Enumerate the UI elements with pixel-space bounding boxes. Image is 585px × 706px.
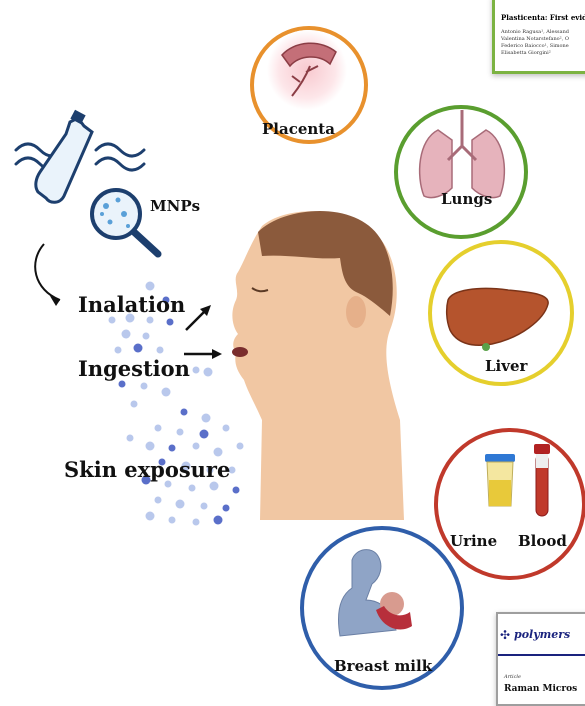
- mnps-label: MNPs: [150, 197, 200, 215]
- particle: [157, 347, 164, 354]
- urine-blood-circle: [436, 430, 584, 578]
- paper-author-line: Federico Baiocco¹, Simone: [501, 43, 569, 49]
- inhalation-label: Inalation: [78, 292, 185, 317]
- particle: [193, 443, 200, 450]
- particle: [146, 512, 155, 521]
- journal-name: polymers: [514, 628, 570, 641]
- particle: [169, 445, 176, 452]
- lungs-label: Lungs: [441, 190, 492, 208]
- particle: [119, 381, 126, 388]
- particle: [193, 367, 200, 374]
- urine-label: Urine: [450, 532, 497, 550]
- particle: [200, 430, 209, 439]
- particle: [176, 500, 185, 509]
- inhalation-arrow: [186, 305, 211, 330]
- plastic-bottle-icon: [36, 110, 92, 203]
- particle: [181, 409, 188, 416]
- liver-label: Liver: [485, 357, 527, 375]
- particle: [127, 435, 134, 442]
- particle: [155, 425, 162, 432]
- ingestion-label: Ingestion: [78, 356, 190, 381]
- paper-snippet-polymers: ✣ polymers Article Raman Micros: [496, 612, 585, 706]
- magnifier-icon: [92, 190, 158, 254]
- particle: [143, 333, 150, 340]
- paper-title: Plasticenta: First evid: [501, 13, 585, 22]
- lungs-circle: [396, 107, 526, 237]
- skin-exposure-label: Skin exposure: [64, 457, 230, 482]
- particle: [109, 317, 116, 324]
- particle: [202, 414, 211, 423]
- urine-cup-icon: [485, 454, 515, 506]
- particle: [214, 448, 223, 457]
- blood-tube-icon: [534, 444, 550, 516]
- particle: [214, 516, 223, 525]
- journal-divider: [498, 654, 585, 656]
- paper-snippet-plasticenta: Plasticenta: First evid Antonio Ragusa¹,…: [492, 0, 585, 74]
- article-type: Article: [504, 674, 521, 680]
- blood-label: Blood: [518, 532, 567, 550]
- particle: [141, 383, 148, 390]
- particle: [193, 519, 200, 526]
- particle: [146, 442, 155, 451]
- flow-arrow: [35, 244, 60, 306]
- particle: [134, 344, 143, 353]
- paper-author-line: Antonio Ragusa¹, Alessand: [501, 29, 569, 35]
- placenta-label: Placenta: [262, 120, 335, 138]
- particle: [155, 497, 162, 504]
- particle: [210, 482, 219, 491]
- particle: [223, 425, 230, 432]
- particle: [115, 347, 122, 354]
- breast-milk-label: Breast milk: [334, 657, 432, 675]
- paper-author-line: Valentina Notarstefano², O: [501, 36, 569, 42]
- particle: [162, 388, 171, 397]
- particle: [201, 503, 208, 510]
- paper-author-line: Elisabetta Giorgini²: [501, 50, 551, 56]
- particle: [177, 429, 184, 436]
- particle: [146, 282, 155, 291]
- particle: [167, 319, 174, 326]
- particle: [204, 368, 213, 377]
- journal-logo-icon: ✣: [500, 628, 510, 642]
- particle: [233, 487, 240, 494]
- human-head-illustration: [232, 211, 404, 520]
- particle: [169, 517, 176, 524]
- particle: [189, 485, 196, 492]
- particle: [237, 443, 244, 450]
- particle: [122, 330, 131, 339]
- particle: [131, 401, 138, 408]
- microplastic-particles: [109, 282, 244, 526]
- particle: [223, 505, 230, 512]
- particle: [147, 317, 154, 324]
